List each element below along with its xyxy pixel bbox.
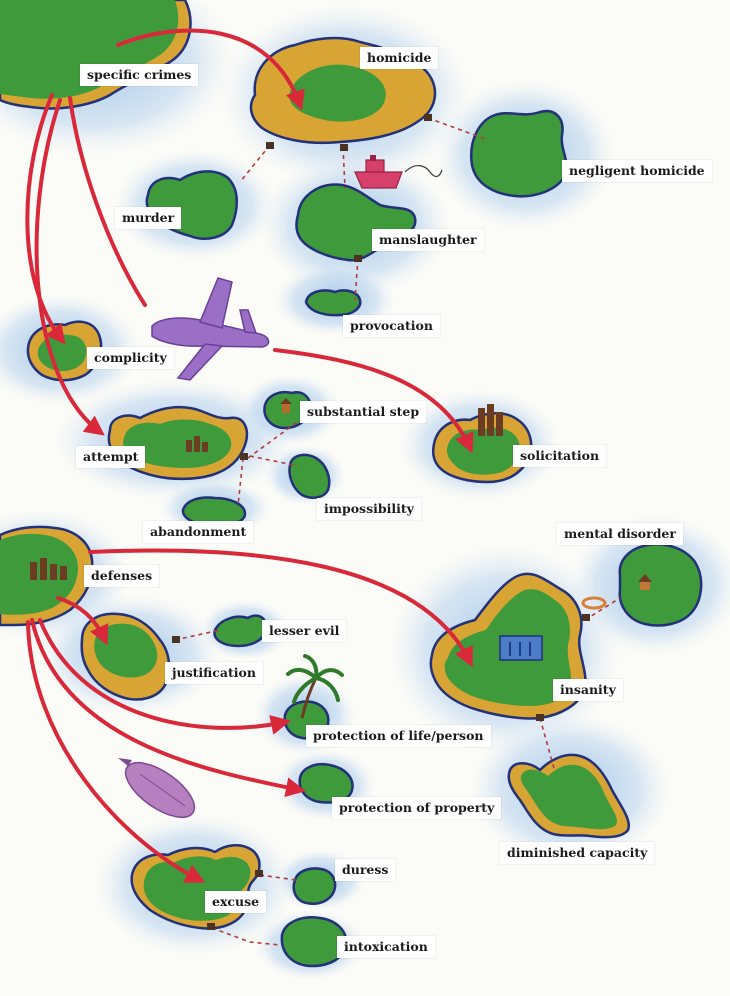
label-substantial-step: substantial step — [300, 401, 426, 423]
label-defenses: defenses — [84, 565, 159, 587]
label-specific-crimes: specific crimes — [80, 64, 198, 86]
label-attempt: attempt — [76, 446, 145, 468]
label-justification: justification — [165, 662, 263, 684]
label-complicity: complicity — [87, 347, 174, 369]
label-diminished-capacity: diminished capacity — [500, 842, 654, 864]
label-lesser-evil: lesser evil — [262, 620, 346, 642]
label-protection-of-property: protection of property — [332, 797, 501, 819]
island-duress — [294, 868, 335, 903]
label-provocation: provocation — [343, 315, 440, 337]
label-negligent-homicide: negligent homicide — [562, 160, 712, 182]
label-intoxication: intoxication — [337, 936, 435, 958]
island-negligent-homicide — [471, 111, 566, 196]
island-mental-disorder — [620, 544, 701, 625]
label-insanity: insanity — [553, 679, 623, 701]
label-mental-disorder: mental disorder — [557, 523, 683, 545]
label-manslaughter: manslaughter — [372, 229, 484, 251]
label-homicide: homicide — [360, 47, 438, 69]
label-murder: murder — [115, 207, 181, 229]
label-protection-of-life-person: protection of life/person — [306, 725, 491, 747]
label-abandonment: abandonment — [143, 521, 253, 543]
island-provocation — [306, 290, 360, 315]
hospital-building-icon — [500, 636, 542, 660]
label-excuse: excuse — [205, 891, 266, 913]
label-duress: duress — [335, 859, 395, 881]
label-solicitation: solicitation — [513, 445, 606, 467]
label-impossibility: impossibility — [317, 498, 421, 520]
